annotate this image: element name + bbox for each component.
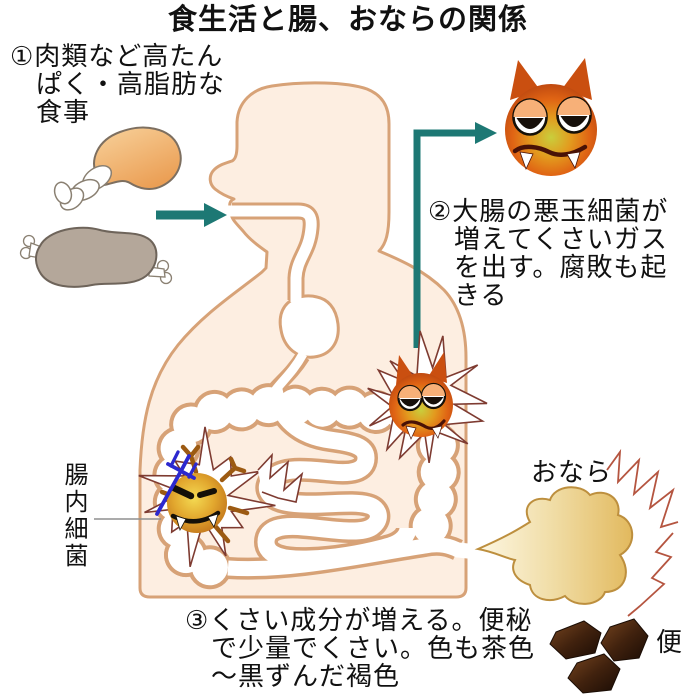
bad-bacteria-devil bbox=[367, 330, 488, 464]
step1-line: 食事 bbox=[36, 97, 91, 127]
step2-line: 増えてくさいガス bbox=[454, 224, 668, 254]
devil-mouth bbox=[512, 144, 588, 157]
step1-line: ①肉類など高たん bbox=[10, 41, 224, 71]
fart-label: おなら bbox=[531, 457, 613, 487]
arrow-to-gas bbox=[413, 122, 497, 348]
gut-bacteria-label: 腸内細菌 bbox=[60, 462, 87, 570]
devil-eyes bbox=[512, 96, 592, 136]
gut-bacteria-character bbox=[155, 444, 250, 544]
ham-meat bbox=[19, 226, 173, 288]
devil-eyes bbox=[397, 382, 447, 412]
step3-line: で少量でくさい。色も茶色 bbox=[211, 633, 536, 663]
bacteria-angry-face bbox=[170, 484, 221, 532]
step3-line: 〜黒ずんだ褐色 bbox=[211, 661, 401, 691]
starburst-left-extra bbox=[257, 452, 304, 503]
pitchfork-icon bbox=[155, 450, 198, 516]
step2-text: ②大腸の悪玉細菌が 増えてくさいガス を出す。腐敗も起 きる bbox=[428, 197, 668, 309]
devil-gas-character bbox=[505, 58, 597, 176]
fart-sparks bbox=[606, 448, 679, 617]
step1-line: ぱく・高脂肪な bbox=[36, 69, 226, 99]
stool-lumps bbox=[549, 618, 649, 694]
page-title: 食生活と腸、おならの関係 bbox=[167, 4, 528, 36]
step2-line: を出す。腐敗も起 bbox=[454, 252, 668, 282]
step3-text: ③くさい成分が増える。便秘 で少量でくさい。色も茶色 〜黒ずんだ褐色 bbox=[185, 606, 535, 690]
step2-line: きる bbox=[454, 280, 508, 310]
stool-label: 便 bbox=[656, 627, 684, 657]
devil-mouth bbox=[401, 419, 446, 430]
fart-cloud bbox=[474, 486, 634, 605]
digestive-tract bbox=[152, 202, 479, 591]
arrow-into-mouth bbox=[156, 203, 227, 227]
chicken-drumstick bbox=[53, 126, 182, 211]
step2-line: ②大腸の悪玉細菌が bbox=[428, 196, 669, 226]
stomach bbox=[278, 294, 340, 359]
paper-frill bbox=[53, 164, 113, 211]
step1-text: ①肉類など高たん ぱく・高脂肪な 食事 bbox=[10, 42, 225, 126]
step3-line: ③くさい成分が増える。便秘 bbox=[185, 605, 533, 635]
